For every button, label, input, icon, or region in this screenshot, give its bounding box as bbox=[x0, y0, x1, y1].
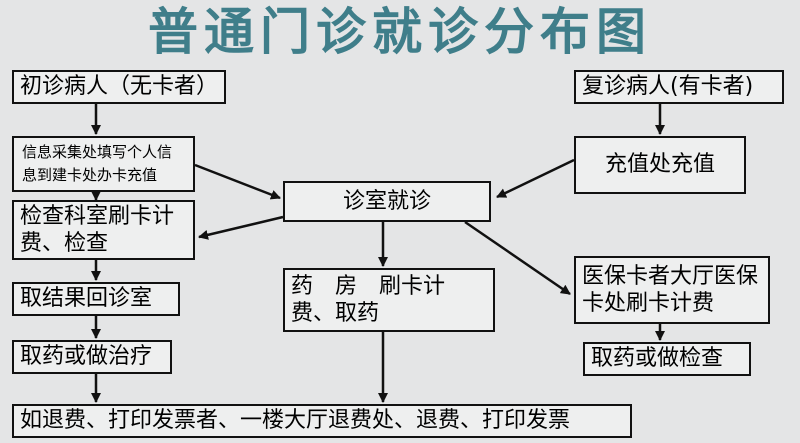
node-recharge: 充值处充值 bbox=[574, 136, 746, 194]
node-pharmacy: 药 房 刷卡计费、取药 bbox=[283, 268, 495, 332]
node-recharge-label: 充值处充值 bbox=[604, 152, 715, 178]
node-get-results-label: 取结果回诊室 bbox=[20, 286, 153, 312]
node-first-visit-label: 初诊病人（无卡者） bbox=[20, 74, 219, 100]
node-return-visit: 复诊病人(有卡者) bbox=[574, 70, 784, 104]
arrow-consult-to-insurance bbox=[464, 220, 571, 296]
node-get-results: 取结果回诊室 bbox=[12, 282, 180, 316]
node-consult-label: 诊室就诊 bbox=[342, 188, 431, 214]
node-medicine-left-label: 取药或做治疗 bbox=[20, 344, 153, 370]
page-title: 普通门诊就诊分布图 bbox=[148, 2, 652, 61]
node-info-collect-label: 信息采集处填写个人信息到建卡处办卡充值 bbox=[22, 142, 173, 184]
node-consult: 诊室就诊 bbox=[283, 181, 491, 222]
arrow-info-to-consult bbox=[194, 163, 281, 200]
node-insurance: 医保卡者大厅医保卡处刷卡计费 bbox=[574, 256, 770, 324]
node-refund: 如退费、打印发票者、一楼大厅退费处、退费、打印发票 bbox=[12, 404, 632, 438]
arrow-recharge-to-consult bbox=[496, 158, 575, 199]
arrow-consult-to-exam bbox=[198, 215, 284, 240]
node-medicine-right: 取药或做检查 bbox=[583, 342, 751, 376]
node-pharmacy-label: 药 房 刷卡计费、取药 bbox=[291, 273, 446, 327]
node-medicine-left: 取药或做治疗 bbox=[12, 340, 172, 374]
node-exam-label: 检查科室刷卡计费、检查 bbox=[20, 203, 175, 257]
node-refund-label: 如退费、打印发票者、一楼大厅退费处、退费、打印发票 bbox=[20, 408, 571, 434]
node-return-visit-label: 复诊病人(有卡者) bbox=[582, 74, 754, 100]
node-exam: 检查科室刷卡计费、检查 bbox=[12, 200, 195, 260]
node-info-collect: 信息采集处填写个人信息到建卡处办卡充值 bbox=[12, 136, 195, 192]
node-insurance-label: 医保卡者大厅医保卡处刷卡计费 bbox=[582, 263, 759, 317]
node-first-visit: 初诊病人（无卡者） bbox=[12, 70, 226, 104]
node-medicine-right-label: 取药或做检查 bbox=[591, 346, 724, 372]
